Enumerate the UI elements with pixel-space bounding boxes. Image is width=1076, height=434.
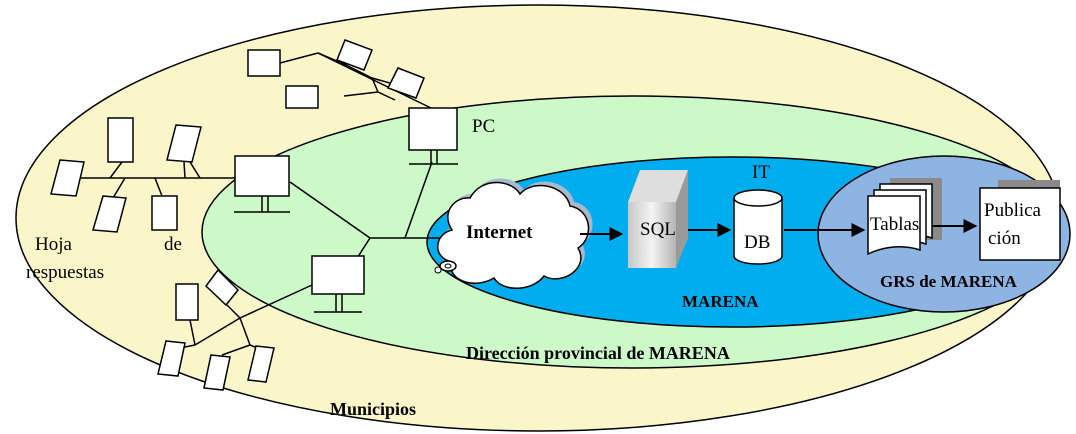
- network-links: [234, 150, 458, 313]
- answer-sheet-icon: [92, 195, 127, 233]
- answer-sheet-icon: [107, 117, 134, 163]
- db-label: DB: [744, 232, 771, 253]
- direccion-label: Dirección provincial de MARENA: [466, 343, 730, 363]
- de-label: de: [164, 234, 182, 255]
- top-tree-links: [279, 49, 432, 109]
- answer-sheet-icon: [386, 67, 425, 99]
- answer-sheet-icon: [175, 283, 199, 321]
- hoja-label: Hoja: [35, 234, 72, 255]
- answer-sheet-icon: [336, 39, 373, 71]
- sql-server-icon: [628, 170, 688, 268]
- internet-label: Internet: [466, 222, 533, 243]
- tables-documents-icon: [867, 178, 942, 256]
- internet-cloud-icon: [434, 178, 593, 289]
- computer-icon: [311, 255, 365, 295]
- answer-sheet-icon: [166, 124, 202, 163]
- answer-sheet-icon: [50, 159, 85, 197]
- flow-arrows: [580, 219, 978, 241]
- answer-sheet-icon: [203, 354, 231, 391]
- answer-sheet-icon: [157, 340, 186, 377]
- answer-sheet-icon: [204, 268, 240, 307]
- it-label: IT: [752, 162, 770, 183]
- answer-sheet-icon: [285, 85, 319, 109]
- sql-label: SQL: [640, 219, 676, 240]
- respuestas-label: respuestas: [26, 262, 105, 283]
- left-tree-links: [80, 161, 235, 199]
- municipios-label: Municipios: [330, 399, 417, 419]
- publication-document-icon: [979, 180, 1061, 261]
- publicacion-label-line1: Publica: [984, 200, 1041, 221]
- answer-sheet-icon: [151, 195, 178, 231]
- database-icon: [733, 189, 783, 265]
- answer-sheet-icon: [247, 345, 275, 383]
- answer-sheet-icon: [247, 49, 281, 77]
- publicacion-label-line2: ción: [988, 228, 1021, 249]
- marena-label: MARENA: [682, 292, 759, 311]
- pc-label: PC: [472, 116, 496, 137]
- grs-label: GRS de MARENA: [880, 272, 1017, 291]
- computer-icon: [408, 107, 458, 151]
- tablas-label: Tablas: [870, 214, 920, 235]
- computer-icon: [234, 155, 290, 197]
